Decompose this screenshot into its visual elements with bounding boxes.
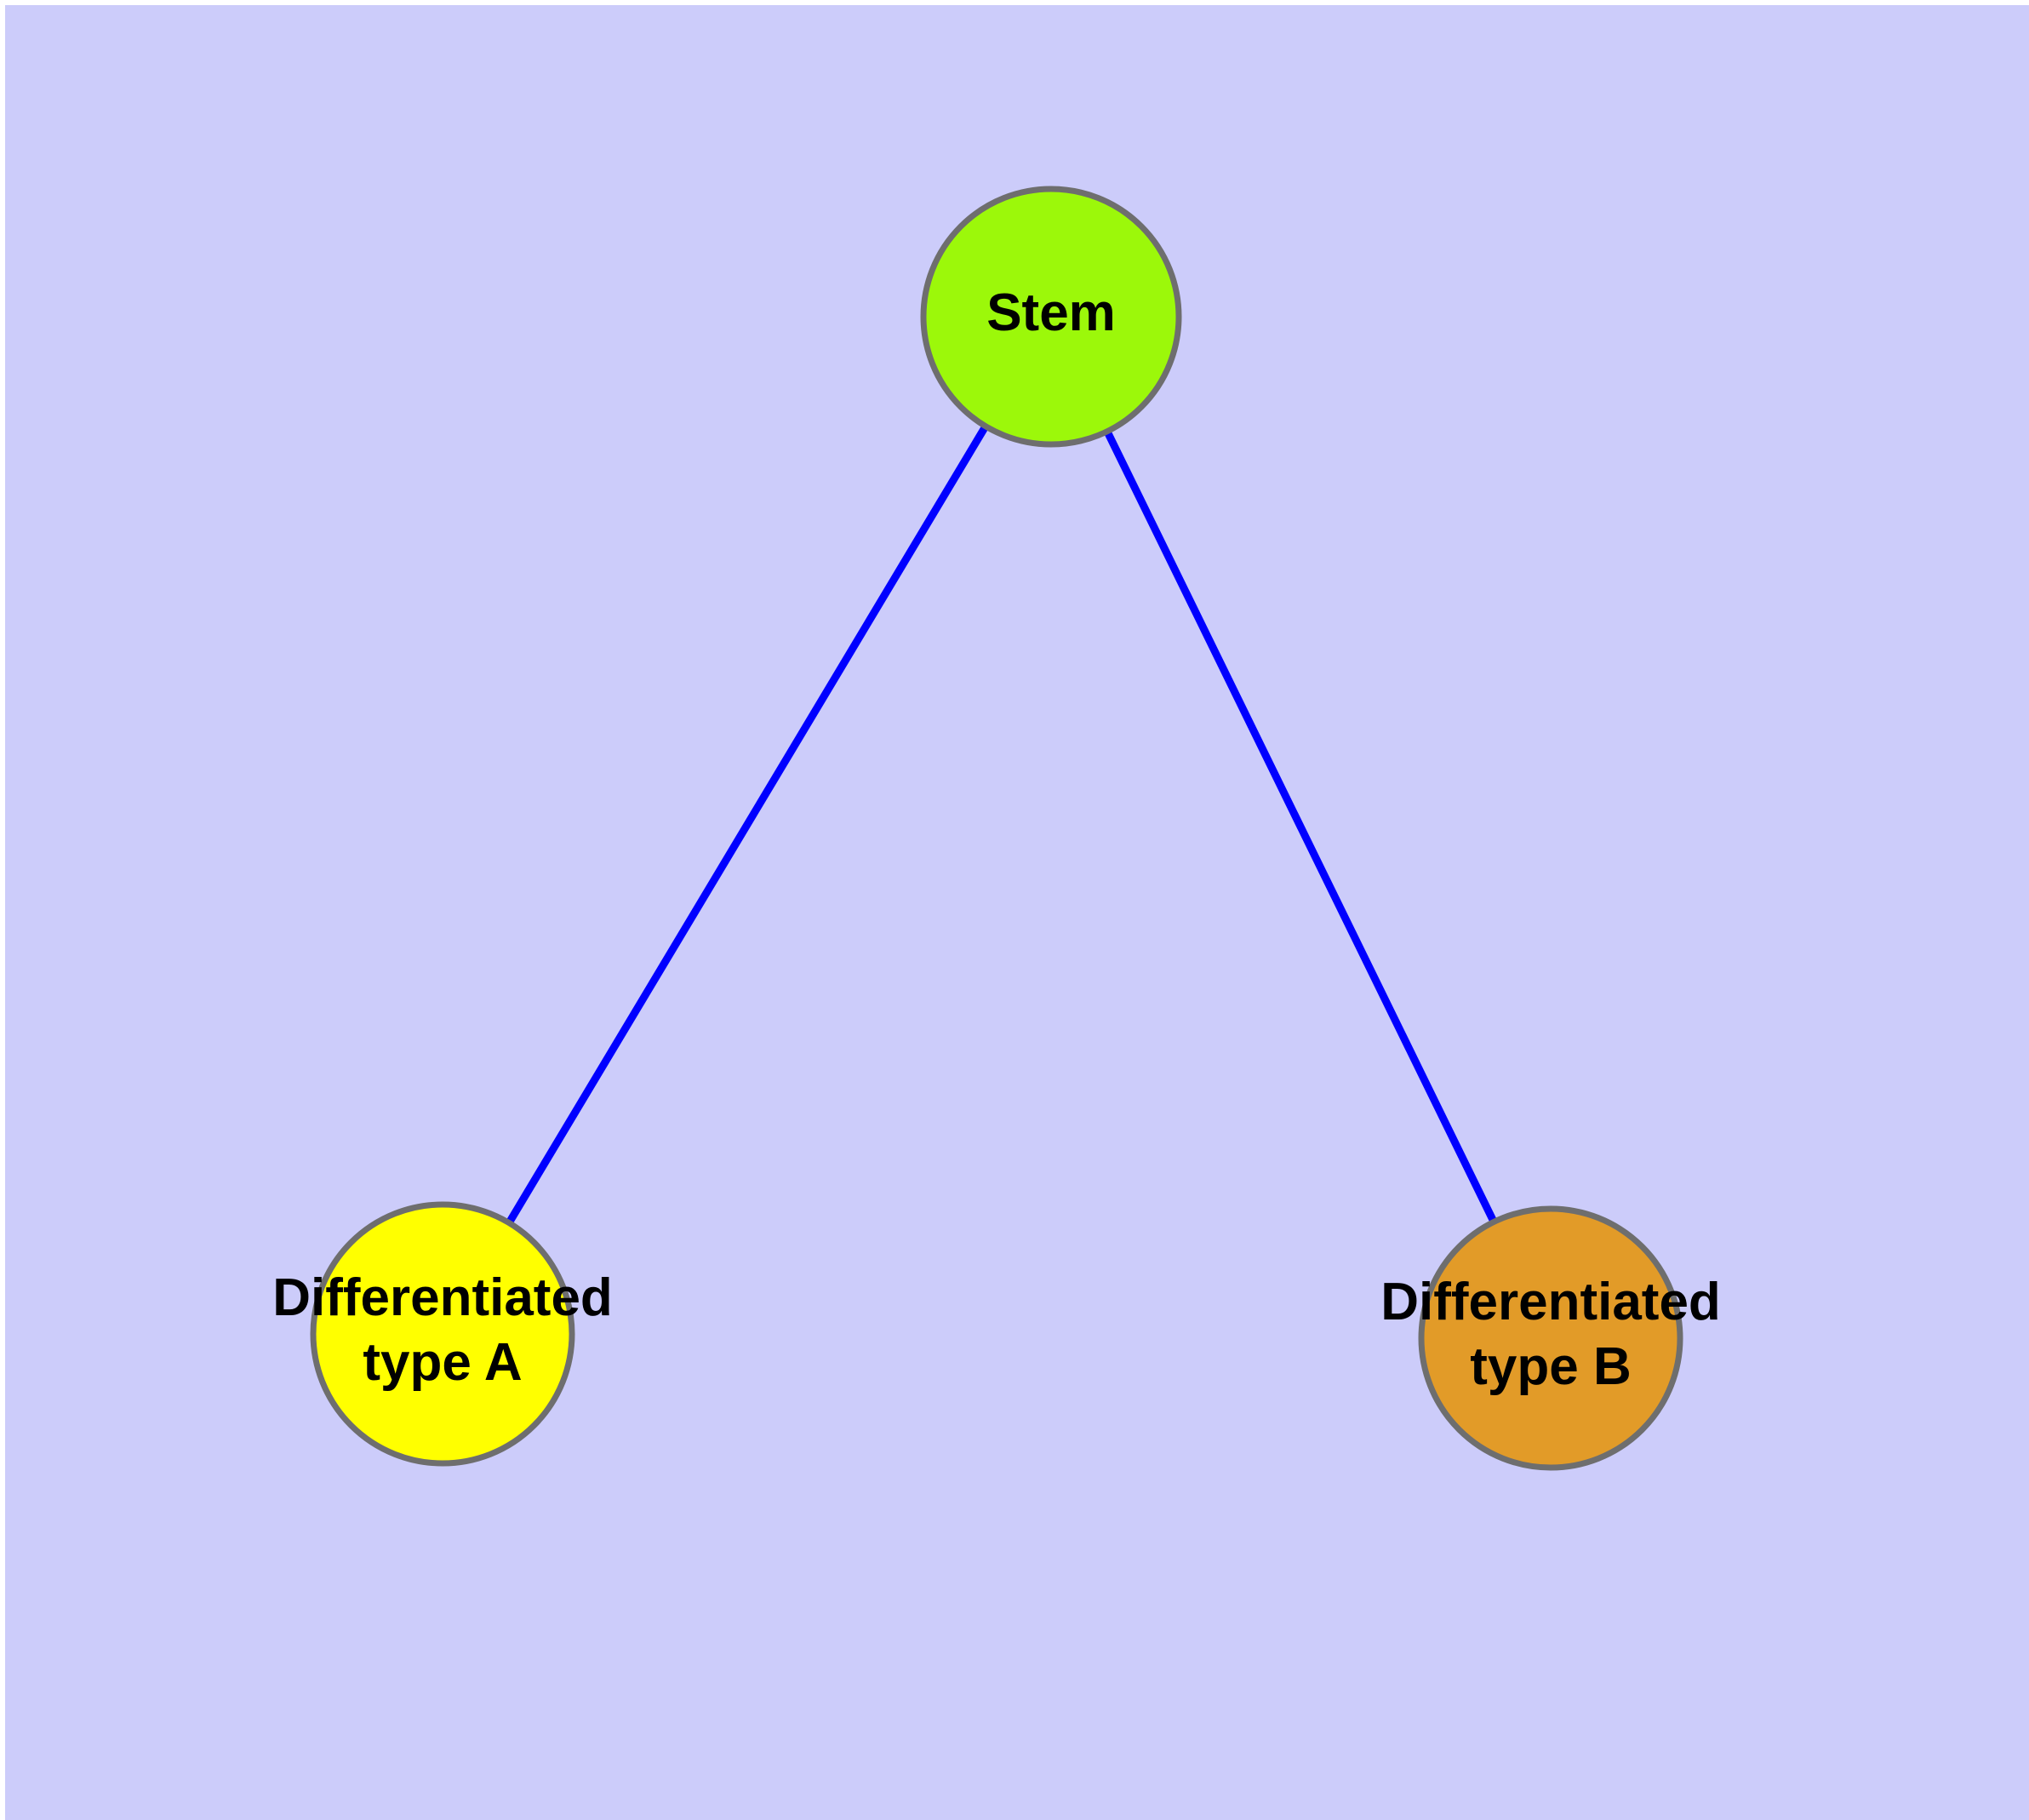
node-circle-diff_a[interactable]: [310, 1201, 575, 1467]
node-circle-diff_b[interactable]: [1418, 1205, 1683, 1471]
edges-group: [505, 422, 1499, 1227]
edge-stem-to-diff_a[interactable]: [505, 422, 990, 1227]
node-circle-stem[interactable]: [920, 186, 1182, 448]
edge-stem-to-diff_b[interactable]: [1102, 427, 1499, 1226]
node-label-line: Differentiated: [1380, 1273, 1721, 1332]
node-stem[interactable]: Stem: [920, 186, 1182, 448]
node-label-line: Stem: [986, 283, 1116, 342]
node-label-line: Differentiated: [272, 1269, 613, 1328]
node-label-line: type A: [363, 1333, 522, 1392]
node-label-line: type B: [1470, 1337, 1631, 1396]
node-label-stem: Stem: [986, 283, 1116, 342]
